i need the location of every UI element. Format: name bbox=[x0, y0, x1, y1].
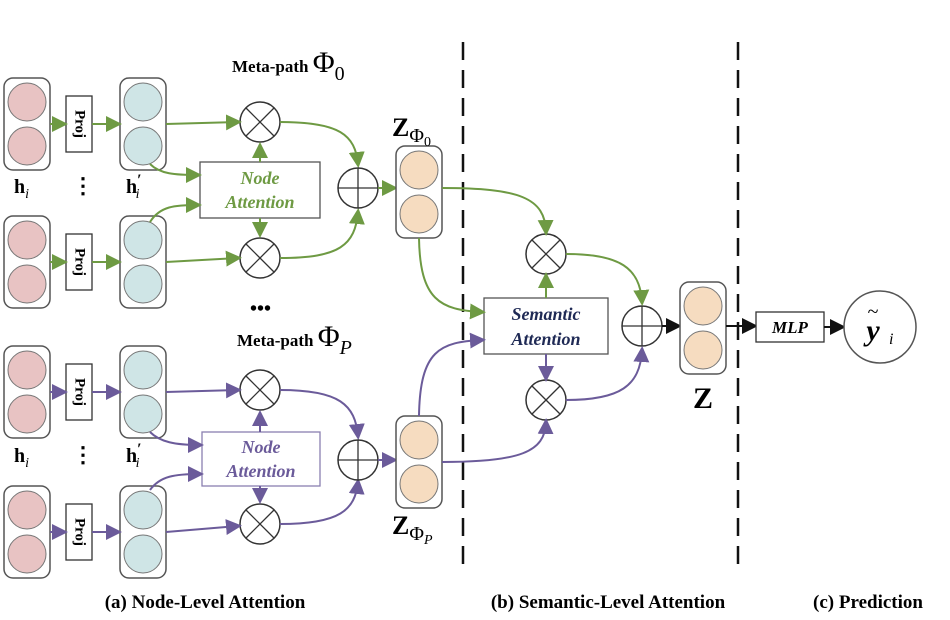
hprime-label: h′i bbox=[126, 172, 142, 202]
z-phi0-label: ZΦ0 bbox=[392, 113, 431, 150]
input-node-stack bbox=[3, 77, 51, 171]
svg-text:Attention: Attention bbox=[224, 192, 294, 212]
node-attention-box: Node Attention bbox=[201, 431, 321, 487]
sum-node bbox=[337, 439, 379, 481]
svg-text:Proj: Proj bbox=[72, 518, 88, 546]
mlp-box: MLP bbox=[755, 311, 825, 343]
projected-node-stack bbox=[119, 345, 167, 439]
h-label: hi bbox=[14, 445, 29, 471]
hprime-label: h′i bbox=[126, 441, 142, 471]
svg-text:Node: Node bbox=[241, 437, 281, 457]
metapath-ellipsis: ••• bbox=[250, 298, 271, 320]
svg-text:Node: Node bbox=[240, 168, 280, 188]
projected-node-stack bbox=[119, 215, 167, 309]
node-attention-box: Node Attention bbox=[199, 161, 321, 219]
z-final-label: Z bbox=[693, 382, 713, 415]
semantic-attention-box: Semantic Attention bbox=[483, 297, 609, 355]
multiply-node bbox=[239, 503, 281, 545]
proj-box: Proj bbox=[65, 233, 93, 291]
z-phi0-stack bbox=[395, 145, 443, 239]
z-phip-label: ZΦP bbox=[392, 511, 433, 548]
svg-text:Proj: Proj bbox=[72, 110, 88, 138]
metapath-bottom-title: Meta-path ΦP bbox=[237, 320, 352, 359]
svg-text:Semantic: Semantic bbox=[511, 304, 580, 324]
svg-text:y: y bbox=[863, 314, 880, 347]
vdots: ⋮ bbox=[72, 173, 94, 198]
caption-node-level: (a) Node-Level Attention bbox=[105, 592, 306, 613]
caption-prediction: (c) Prediction bbox=[813, 592, 923, 613]
svg-text:Attention: Attention bbox=[225, 461, 295, 481]
multiply-node bbox=[239, 101, 281, 143]
multiply-node bbox=[239, 369, 281, 411]
caption-semantic-level: (b) Semantic-Level Attention bbox=[491, 592, 726, 613]
proj-box: Proj bbox=[65, 95, 93, 153]
svg-text:~: ~ bbox=[868, 301, 879, 323]
proj-box: Proj bbox=[65, 363, 93, 421]
svg-text:MLP: MLP bbox=[771, 318, 809, 337]
svg-text:Proj: Proj bbox=[72, 248, 88, 276]
z-phip-stack bbox=[395, 415, 443, 509]
input-node-stack bbox=[3, 215, 51, 309]
multiply-node bbox=[525, 233, 567, 275]
projected-node-stack bbox=[119, 77, 167, 171]
vdots: ⋮ bbox=[72, 442, 94, 467]
multiply-node bbox=[525, 379, 567, 421]
svg-text:Attention: Attention bbox=[510, 329, 580, 349]
svg-text:Proj: Proj bbox=[72, 378, 88, 406]
proj-box: Proj bbox=[65, 503, 93, 561]
output-node: ~ y i bbox=[843, 290, 917, 364]
z-final-stack bbox=[679, 281, 727, 375]
input-node-stack bbox=[3, 485, 51, 579]
projected-node-stack bbox=[119, 485, 167, 579]
sum-node bbox=[621, 305, 663, 347]
input-node-stack bbox=[3, 345, 51, 439]
multiply-node bbox=[239, 237, 281, 279]
sum-node bbox=[337, 167, 379, 209]
h-label: hi bbox=[14, 176, 29, 202]
metapath-top-title: Meta-path Φ0 bbox=[232, 46, 345, 85]
svg-text:i: i bbox=[889, 331, 893, 348]
